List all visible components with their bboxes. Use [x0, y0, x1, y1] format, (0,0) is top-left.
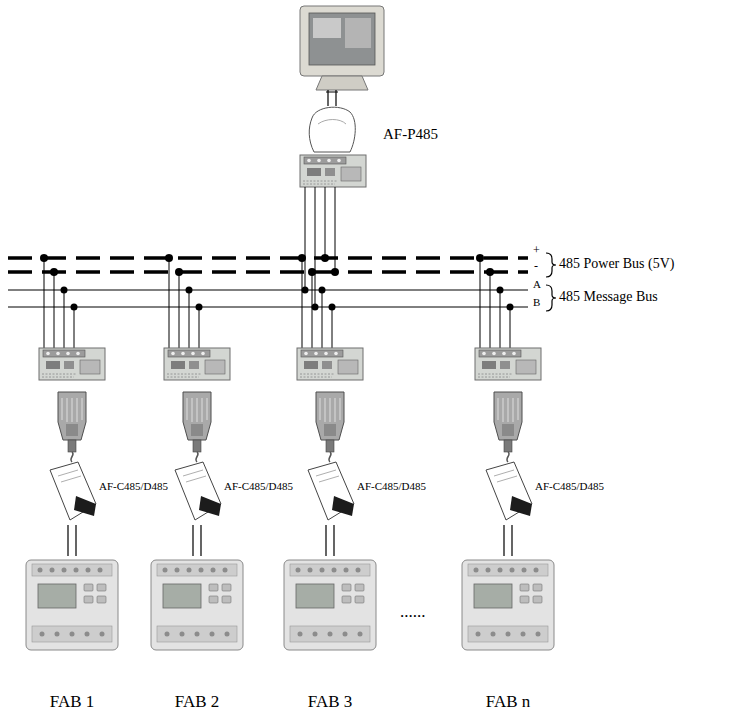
illustration-part — [169, 258, 199, 348]
device-box: FAB 2 — [149, 556, 245, 716]
illustration-part — [8, 270, 528, 274]
illustration-part — [175, 268, 183, 276]
illustration-part — [61, 287, 68, 294]
bus-name: 485 Message Bus — [559, 289, 658, 305]
bus-brace — [546, 285, 556, 311]
fab-plc-icon — [462, 560, 554, 650]
p485-board — [300, 155, 366, 187]
node-label: FAB 3 — [308, 692, 353, 712]
illustration-part — [309, 107, 355, 152]
node-label: FAB 2 — [175, 692, 220, 712]
illustration-part — [165, 254, 173, 262]
bus-brace — [546, 253, 556, 277]
illustration-part — [319, 287, 326, 294]
node-label: AF-C485/D485 — [224, 480, 293, 493]
c485-adapter-icon — [50, 462, 96, 520]
illustration-part — [298, 254, 306, 262]
fab-plc-icon — [284, 560, 376, 650]
illustration-part — [44, 258, 74, 348]
illustration-part — [40, 254, 48, 262]
p485-wires — [305, 187, 335, 307]
db9-connector — [494, 392, 522, 462]
illustration-part — [312, 304, 319, 311]
fab-plc-icon — [151, 560, 243, 650]
device-box: FAB n — [460, 556, 556, 716]
adapter-label-box: AF-C485/D485 — [37, 392, 187, 525]
illustration-part — [476, 254, 484, 262]
serial-cable — [326, 525, 334, 556]
device-box: FAB 1 — [24, 556, 120, 716]
illustration-part — [313, 18, 341, 38]
illustration-part — [480, 258, 510, 348]
illustration-part — [71, 304, 78, 311]
serial-cable — [193, 525, 201, 556]
illustration-part — [8, 256, 528, 260]
adapter-label-box: AF-C485/D485 — [473, 392, 623, 525]
c485-board — [297, 348, 363, 380]
fab-plc-icon — [26, 560, 118, 650]
illustration-part — [321, 254, 329, 262]
adapter-label-box: AF-C485/D485 — [162, 392, 312, 525]
illustration-part — [8, 290, 528, 291]
signal-name: A — [533, 278, 541, 291]
p485-adapter-icon — [309, 107, 355, 152]
c485-adapter-icon — [308, 462, 354, 520]
power-bus — [8, 258, 528, 272]
db9-connector — [58, 392, 86, 462]
illustration-part — [497, 287, 504, 294]
message-bus — [8, 290, 528, 307]
illustration-part — [345, 18, 371, 48]
adapter-label-box: AF-C485/D485 — [295, 392, 445, 525]
illustration-part — [318, 120, 346, 125]
c485-board — [475, 348, 541, 380]
db9-connector — [183, 392, 211, 462]
c485-board — [39, 348, 105, 380]
illustration-part — [302, 258, 332, 348]
bus-polarity: + — [533, 244, 540, 258]
node-label: AF-P485 — [383, 126, 438, 143]
node-label: AF-C485/D485 — [357, 480, 426, 493]
illustration-part — [8, 307, 528, 308]
illustration-part — [331, 268, 339, 276]
pc-cable — [326, 90, 338, 106]
device-box: FAB 3 — [282, 556, 378, 716]
serial-cable — [68, 525, 76, 556]
illustration-part — [302, 287, 309, 294]
bus-polarity: - — [534, 260, 538, 274]
node-label: FAB n — [486, 692, 531, 712]
illustration-part — [486, 268, 494, 276]
illustration-part — [316, 76, 368, 90]
db9-connector — [316, 392, 344, 462]
illustration-part — [196, 304, 203, 311]
illustration-part — [186, 287, 193, 294]
illustration-part — [300, 6, 384, 76]
illustration-part — [50, 268, 58, 276]
c485-board — [164, 348, 230, 380]
c485-adapter-icon — [175, 462, 221, 520]
node-label: FAB 1 — [50, 692, 95, 712]
drop-wires — [44, 258, 510, 348]
node-label: AF-C485/D485 — [99, 480, 168, 493]
illustration-part — [329, 304, 336, 311]
p485-junctions — [302, 254, 340, 311]
bus-name: 485 Power Bus (5V) — [559, 256, 675, 272]
computer-monitor — [300, 6, 384, 90]
illustration-part — [507, 304, 514, 311]
illustration-part — [309, 13, 375, 65]
illustration-part — [308, 268, 316, 276]
serial-cable — [504, 525, 512, 556]
adapter-label-box: AF-P485 — [300, 104, 450, 156]
bus-junctions — [40, 254, 514, 311]
node-label: AF-C485/D485 — [535, 480, 604, 493]
continuation-dots: ...... — [400, 602, 426, 622]
c485-adapter-icon — [486, 462, 532, 520]
signal-name: B — [533, 296, 540, 309]
